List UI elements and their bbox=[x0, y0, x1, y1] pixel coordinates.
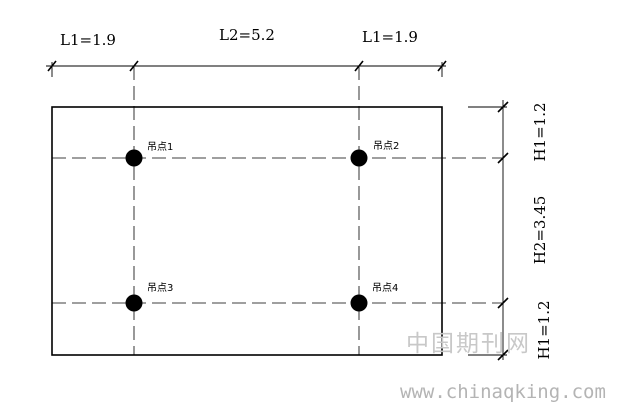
watermark-url: www.chinaqking.com bbox=[400, 381, 606, 403]
panel-outline bbox=[51, 106, 443, 356]
watermark-site-name: 中国期刊网 bbox=[406, 331, 531, 357]
lifting-point-4-label: 吊点4 bbox=[372, 282, 398, 294]
lifting-point-2-marker bbox=[350, 149, 368, 167]
top-dim-tick-4 bbox=[437, 60, 447, 72]
top-dim-label-2: L2=5.2 bbox=[219, 26, 275, 44]
lifting-point-4-marker bbox=[350, 294, 368, 312]
top-dim-label-1: L1=1.9 bbox=[60, 31, 116, 49]
lifting-point-2-label: 吊点2 bbox=[373, 140, 399, 152]
top-dim-tick-3 bbox=[354, 60, 364, 72]
top-dim-label-3: L1=1.9 bbox=[362, 28, 418, 46]
right-dim-tick-1 bbox=[497, 101, 509, 113]
top-dim-tick-2 bbox=[129, 60, 139, 72]
lifting-point-1-marker bbox=[125, 149, 143, 167]
top-dim-tick-1 bbox=[47, 60, 57, 72]
lifting-point-1-label: 吊点1 bbox=[147, 141, 173, 153]
lifting-point-3-marker bbox=[125, 294, 143, 312]
right-dim-tick-2 bbox=[497, 152, 509, 164]
lifting-point-3-label: 吊点3 bbox=[147, 282, 173, 294]
right-dim-label-2: H2=3.45 bbox=[531, 196, 549, 265]
right-dim-label-1: H1=1.2 bbox=[531, 102, 549, 161]
right-dim-tick-4 bbox=[497, 349, 509, 361]
right-dim-label-3: H1=1.2 bbox=[535, 300, 553, 359]
right-dim-tick-3 bbox=[497, 297, 509, 309]
